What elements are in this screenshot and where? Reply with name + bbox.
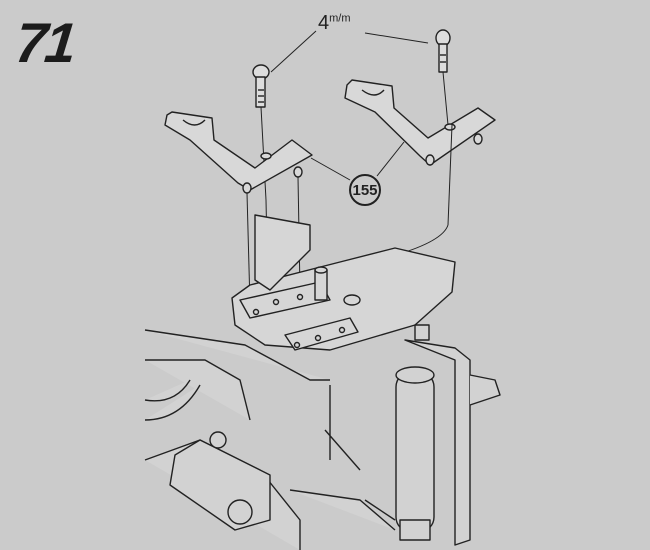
step-number: 71 <box>12 11 78 74</box>
leader-lines <box>270 30 429 181</box>
screw-size-label: 4m/m <box>318 12 351 35</box>
base-plate <box>231 214 456 351</box>
frame <box>144 324 501 550</box>
screw-size-unit: m/m <box>329 12 351 25</box>
part-number-callout: 155 <box>349 174 381 206</box>
bracket-left <box>164 111 313 194</box>
screw-left <box>252 64 270 201</box>
screw-right <box>435 29 451 126</box>
bracket-right <box>344 79 496 166</box>
screw-size-value: 4 <box>318 12 330 34</box>
